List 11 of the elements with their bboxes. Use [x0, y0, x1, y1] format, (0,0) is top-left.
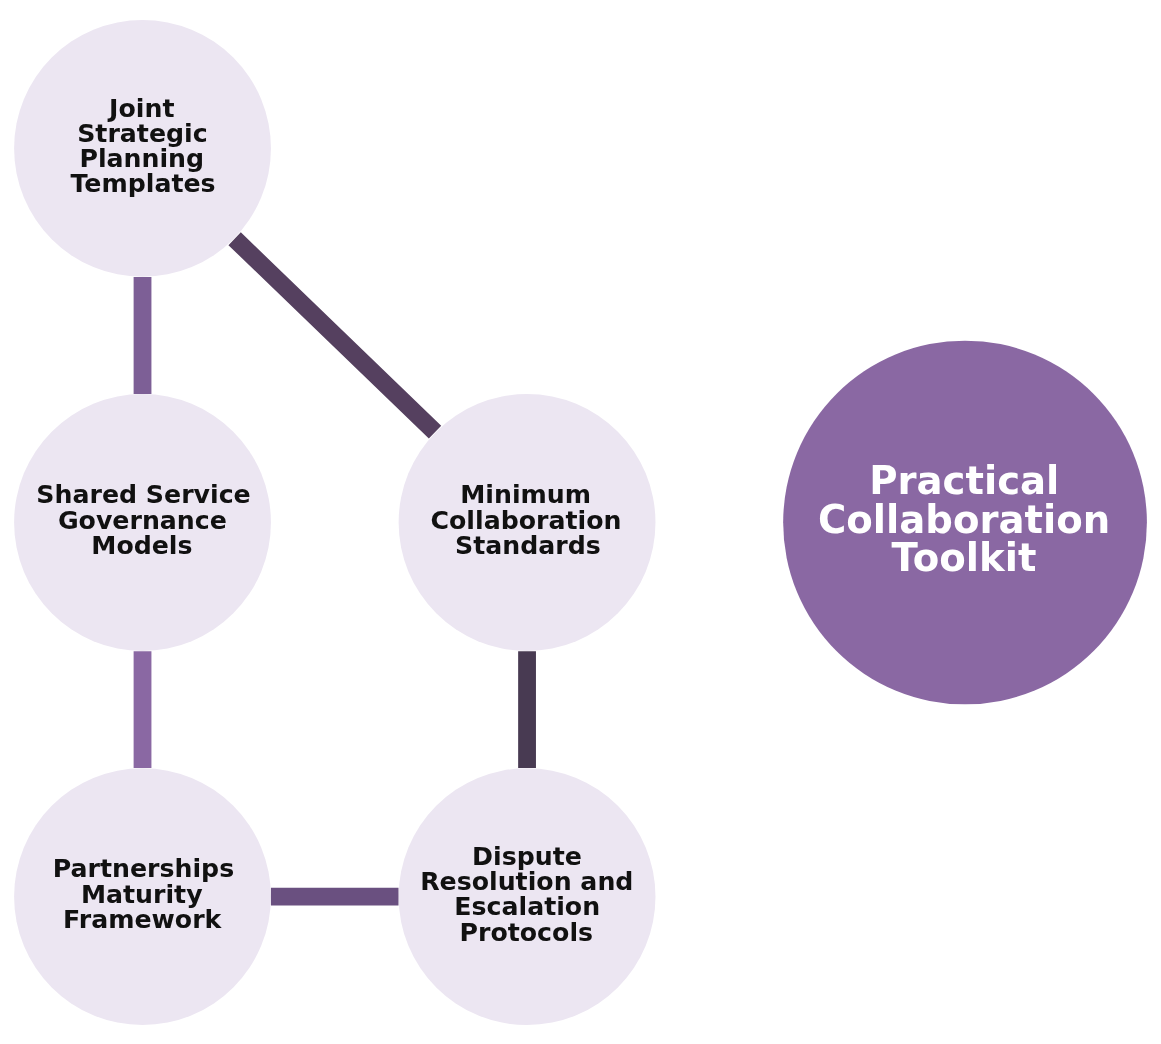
node-circle: Partnerships Maturity Framework [14, 767, 271, 1025]
node-circle: Minimum Collaboration Standards [398, 393, 656, 651]
node-circle: Shared Service Governance Models [14, 393, 271, 651]
connector [133, 650, 152, 768]
connector [228, 231, 442, 439]
node-circle: Practical Collaboration Toolkit [783, 340, 1147, 704]
connector [133, 276, 152, 394]
node-circle: Joint Strategic Planning Templates [14, 19, 271, 277]
connector [518, 650, 536, 768]
connector [270, 887, 399, 906]
node-circle: Dispute Resolution and Escalation Protocols [398, 767, 656, 1025]
